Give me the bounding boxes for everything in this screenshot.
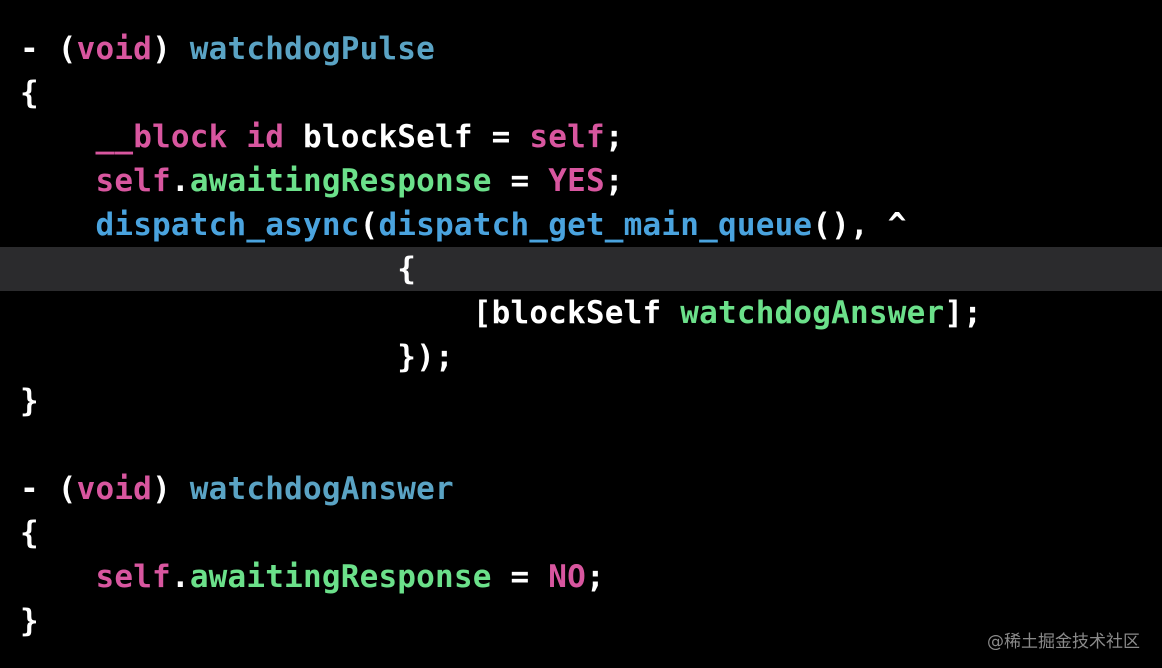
- code-token: ;: [604, 119, 624, 155]
- code-token: ];: [944, 295, 983, 331]
- code-token: .: [170, 163, 190, 199]
- code-token: [20, 559, 95, 595]
- code-token: - (: [20, 471, 77, 507]
- code-token: });: [20, 339, 454, 375]
- code-line[interactable]: }: [0, 599, 1162, 643]
- code-line[interactable]: [0, 423, 1162, 467]
- code-token: {: [20, 251, 417, 287]
- code-line[interactable]: self.awaitingResponse = NO;: [0, 555, 1162, 599]
- code-token: (), ^: [812, 207, 907, 243]
- code-line[interactable]: - (void) watchdogPulse: [0, 27, 1162, 71]
- code-line[interactable]: {: [0, 71, 1162, 115]
- code-token: [blockSelf: [20, 295, 681, 331]
- code-line[interactable]: {: [0, 247, 1162, 291]
- code-token: awaitingResponse: [189, 163, 492, 199]
- code-token: ): [152, 471, 190, 507]
- code-line[interactable]: {: [0, 511, 1162, 555]
- code-token: YES: [548, 163, 605, 199]
- code-token: =: [491, 559, 549, 595]
- code-token: }: [20, 603, 39, 639]
- code-line[interactable]: });: [0, 335, 1162, 379]
- code-line[interactable]: [blockSelf watchdogAnswer];: [0, 291, 1162, 335]
- code-token: - (: [20, 31, 77, 67]
- code-token: .: [170, 559, 190, 595]
- code-token: blockSelf =: [284, 119, 530, 155]
- code-line[interactable]: __block id blockSelf = self;: [0, 115, 1162, 159]
- code-token: =: [491, 163, 549, 199]
- code-token: awaitingResponse: [189, 559, 492, 595]
- code-token: NO: [548, 559, 586, 595]
- code-token: id: [246, 119, 285, 155]
- code-token: void: [76, 31, 153, 67]
- code-token: [228, 119, 247, 155]
- code-token: ;: [604, 163, 624, 199]
- code-token: }: [20, 383, 39, 419]
- code-token: __block: [95, 119, 228, 155]
- code-token: [20, 207, 95, 243]
- code-token: self: [95, 163, 171, 199]
- code-token: dispatch_get_main_queue: [378, 207, 813, 243]
- code-token: [20, 119, 95, 155]
- code-token: dispatch_async: [95, 207, 360, 243]
- code-token: watchdogAnswer: [189, 471, 454, 507]
- code-token: {: [20, 75, 39, 111]
- code-token: [20, 163, 95, 199]
- watermark: @稀土掘金技术社区: [987, 632, 1140, 652]
- code-token: watchdogPulse: [189, 31, 436, 67]
- code-line[interactable]: }: [0, 379, 1162, 423]
- code-line[interactable]: self.awaitingResponse = YES;: [0, 159, 1162, 203]
- code-token: ): [152, 31, 190, 67]
- code-token: watchdogAnswer: [680, 295, 945, 331]
- code-token: self: [529, 119, 605, 155]
- code-line[interactable]: dispatch_async(dispatch_get_main_queue()…: [0, 203, 1162, 247]
- code-token: (: [359, 207, 379, 243]
- code-token: self: [95, 559, 171, 595]
- code-token: void: [76, 471, 153, 507]
- code-token: ;: [585, 559, 605, 595]
- code-token: {: [20, 515, 39, 551]
- code-line[interactable]: - (void) watchdogAnswer: [0, 467, 1162, 511]
